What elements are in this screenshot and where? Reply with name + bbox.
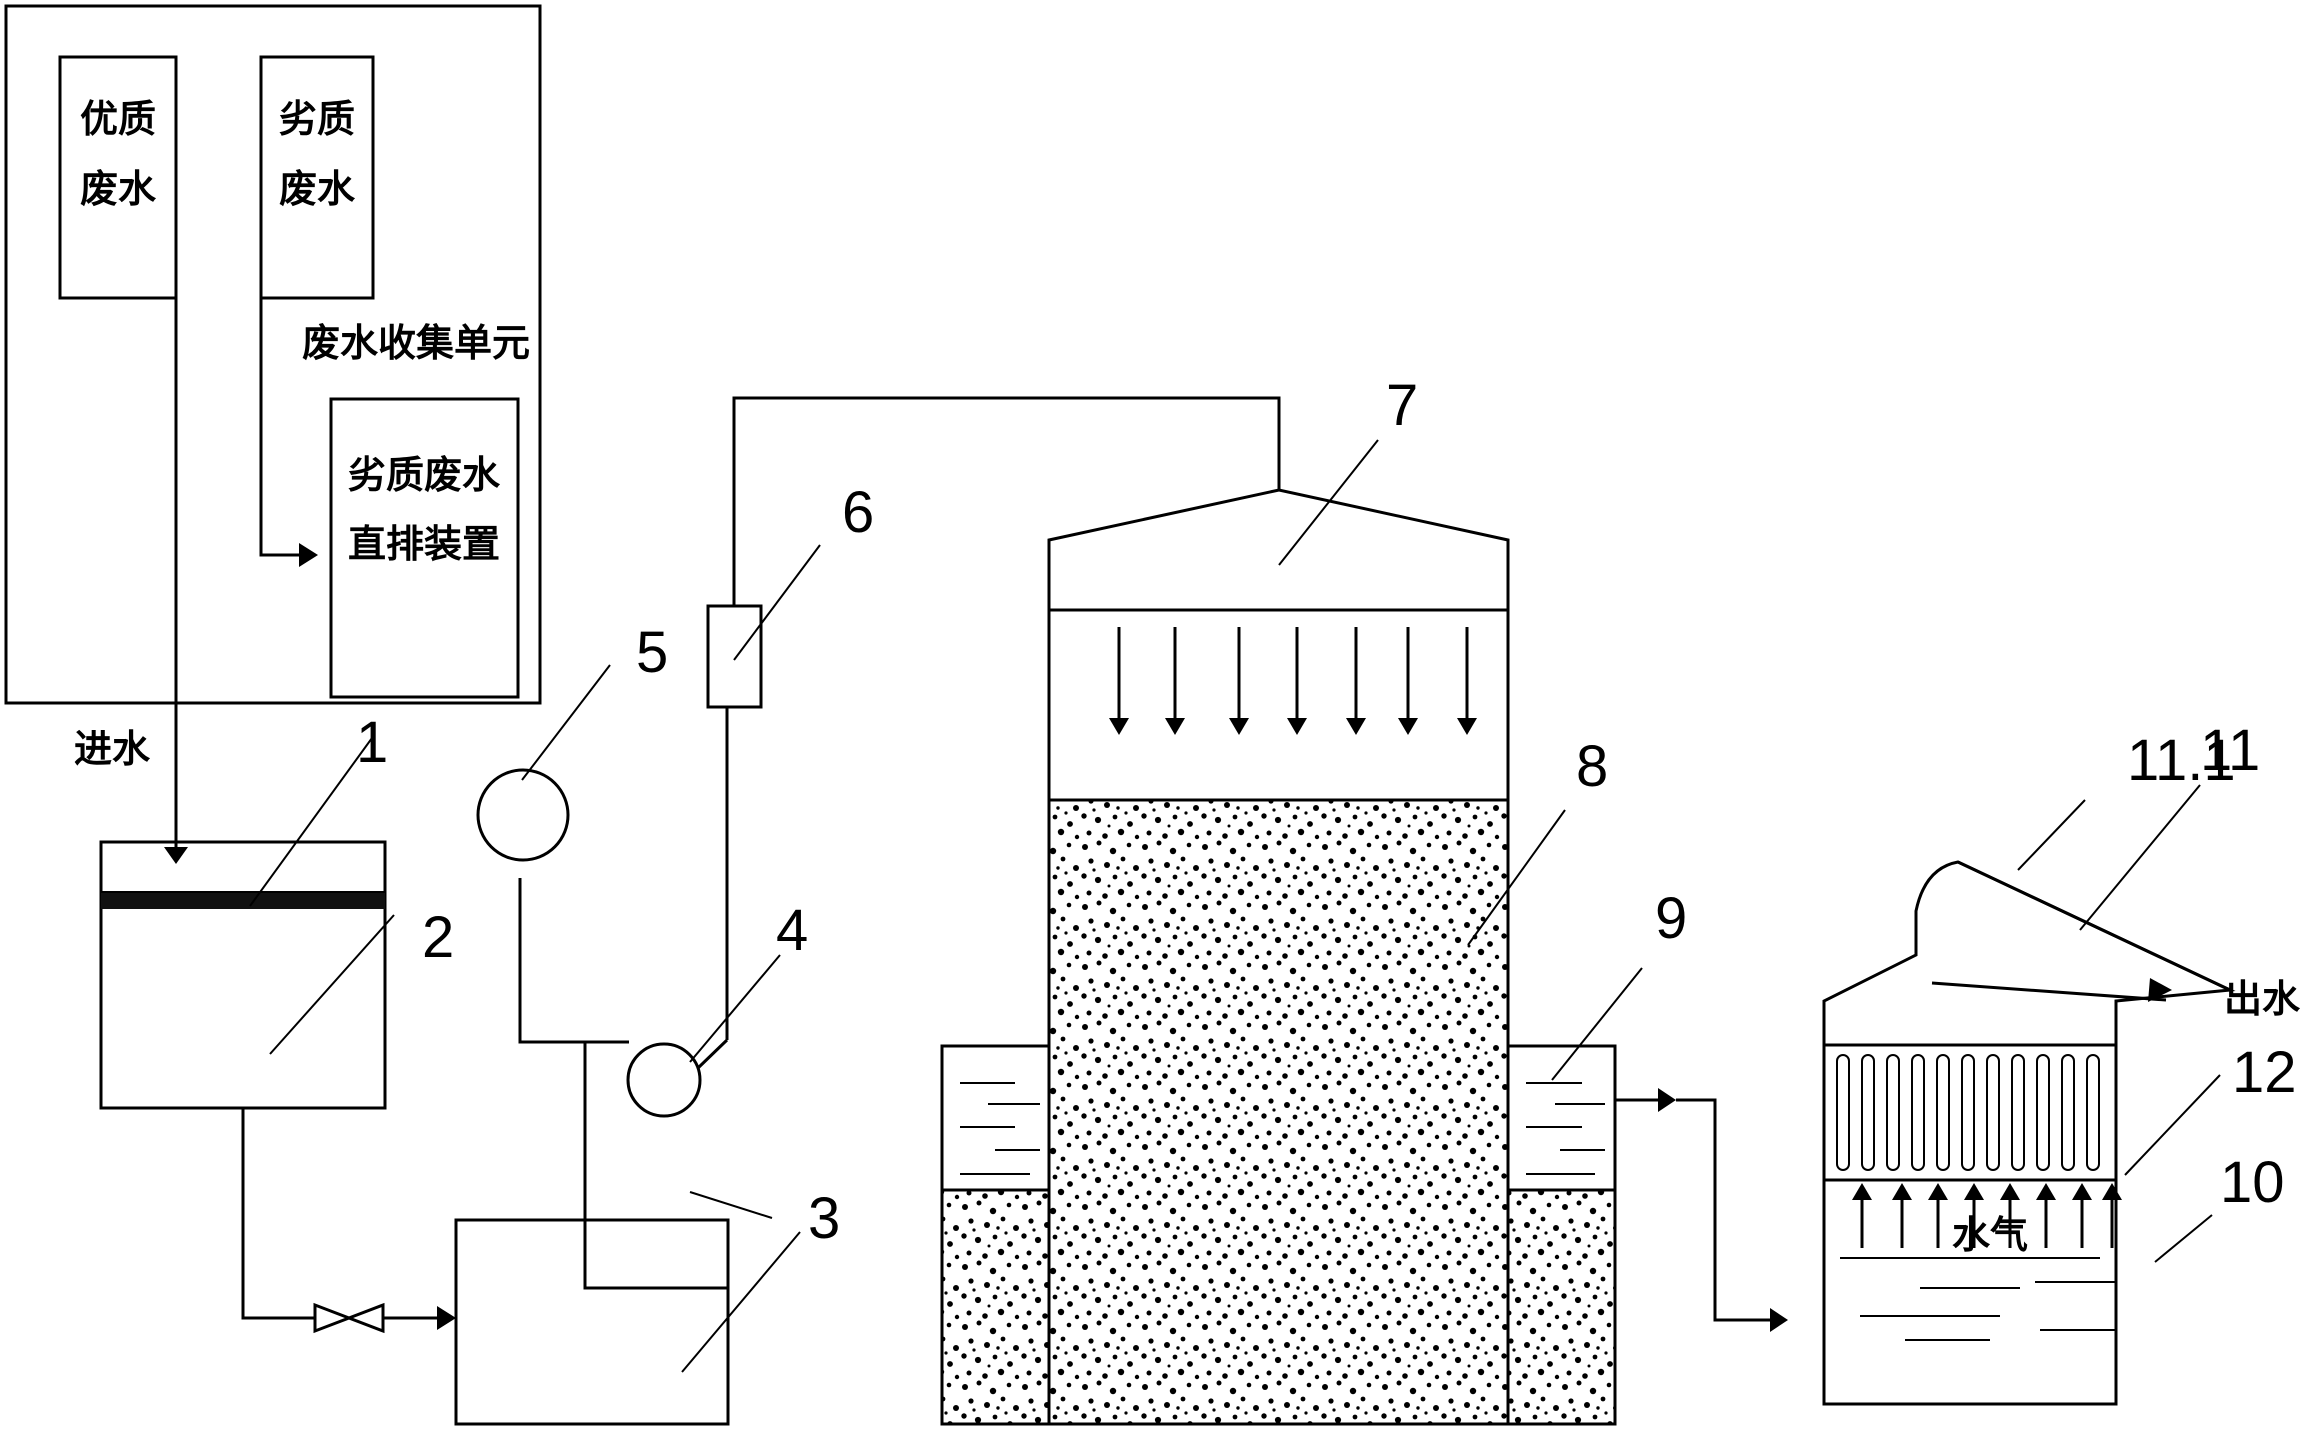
basin-outlet-arrowhead — [1658, 1088, 1676, 1112]
leader-8 — [1467, 809, 1566, 946]
suction-pipe — [583, 1042, 728, 1290]
collector-line — [1931, 981, 2167, 1002]
label-2: 2 — [422, 905, 454, 970]
leader-11 — [2079, 784, 2201, 931]
vapor-label: 水气 — [1952, 1213, 2028, 1257]
leader-11-1 — [2017, 799, 2086, 871]
leader-3 — [681, 1231, 801, 1373]
label-9: 9 — [1655, 886, 1687, 951]
spray-arrows — [1109, 627, 1477, 735]
outer-basin — [940, 1044, 1617, 1426]
poor-discharge-device: 劣质废水 直排装置 — [329, 397, 520, 699]
leader-7 — [1278, 439, 1379, 566]
settling-tank — [99, 840, 387, 1110]
label-6: 6 — [842, 480, 874, 545]
leader-2 — [269, 914, 395, 1055]
column-roof — [1047, 488, 1510, 610]
condensing-plate-11-1 — [1957, 860, 2231, 992]
heating-tubes — [1836, 1054, 2100, 1171]
pump-5-icon[interactable] — [476, 768, 570, 862]
good-wastewater-label-2: 废水 — [80, 167, 157, 211]
good-wastewater-label-1: 优质 — [80, 97, 156, 141]
poor-wastewater-pipe — [259, 298, 300, 557]
pump5-to-pump4-pipe — [518, 878, 629, 1044]
leader-6 — [733, 544, 821, 661]
leader-4 — [689, 954, 781, 1063]
label-4: 4 — [776, 898, 808, 963]
leader-9 — [1551, 967, 1643, 1081]
label-11-1: 11.1 — [2127, 728, 2236, 793]
inlet-label: 进水 — [74, 727, 151, 771]
leader-12 — [2124, 1074, 2221, 1176]
label-7: 7 — [1386, 373, 1418, 438]
drain-pipe — [241, 1108, 315, 1320]
condensate-arrowhead — [2148, 978, 2172, 1002]
evaporator-feed-arrowhead — [1770, 1308, 1788, 1332]
label-11: 11 — [2200, 718, 2260, 783]
pump-4-icon[interactable] — [626, 1042, 702, 1118]
poor-pipe-arrowhead — [299, 543, 318, 567]
label-12: 12 — [2232, 1040, 2297, 1105]
label-8: 8 — [1576, 734, 1608, 799]
label-3: 3 — [808, 1186, 840, 1251]
leader-5 — [521, 664, 611, 781]
inlet-arrowhead — [164, 847, 188, 864]
label-10: 10 — [2220, 1150, 2285, 1215]
packing-media — [1047, 798, 1510, 1426]
poor-discharge-label-1: 劣质废水 — [348, 453, 501, 497]
regulating-tank — [454, 1218, 730, 1426]
label-1: 1 — [356, 710, 388, 775]
leader-3-top — [689, 1191, 773, 1219]
vapor-arrows — [1852, 1183, 2122, 1248]
filter-screen — [101, 892, 385, 909]
evaporator-feed-pipe — [1676, 1098, 1772, 1322]
leader-10 — [2154, 1214, 2213, 1263]
flowmeter-6 — [706, 604, 763, 709]
valve-icon[interactable] — [313, 1302, 385, 1334]
poor-wastewater-label-2: 废水 — [279, 167, 356, 211]
label-5: 5 — [636, 620, 668, 685]
pump4-outlet — [696, 1038, 729, 1070]
wastewater-collection-unit: 优质 废水 劣质 废水 废水收集单元 劣质废水 直排装置 — [4, 4, 542, 705]
evaporator-water-lines — [1840, 1257, 2116, 1341]
collection-unit-frame — [4, 4, 542, 705]
outlet-label: 出水 — [2224, 977, 2301, 1021]
evaporator — [1822, 860, 2236, 1406]
poor-wastewater-label-1: 劣质 — [279, 97, 355, 141]
reactor-column — [1047, 488, 1510, 1426]
poor-discharge-label-2: 直排装置 — [348, 522, 500, 566]
good-wastewater-box: 优质 废水 — [58, 55, 178, 300]
poor-wastewater-box: 劣质 废水 — [259, 55, 375, 300]
collection-unit-label: 废水收集单元 — [302, 321, 530, 365]
valve-pipe-arrowhead — [437, 1306, 456, 1330]
feed-pipe — [732, 396, 1281, 606]
leader-1 — [249, 737, 373, 907]
